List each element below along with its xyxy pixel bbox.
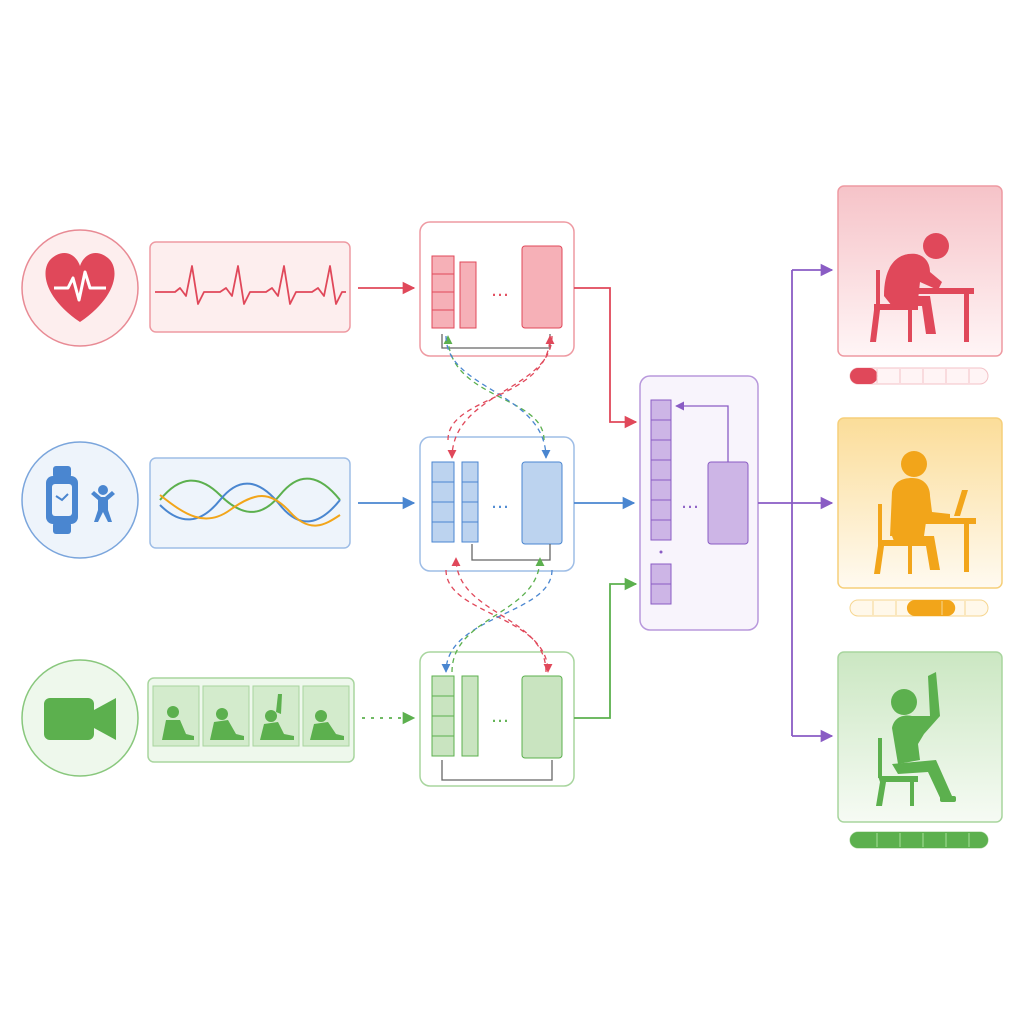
- output-branches: [758, 263, 834, 743]
- arrow-red-to-fusion: [574, 287, 638, 429]
- video-frame-2: [202, 685, 250, 747]
- ecg-waveform: [155, 265, 346, 305]
- signal-panel-video: [147, 677, 355, 763]
- signal-panel-motion: [149, 457, 351, 549]
- video-frame-1: [152, 685, 200, 747]
- modality-watch: [21, 441, 139, 559]
- encoder-blue: …: [419, 436, 575, 572]
- level-bar-engaged: [849, 831, 989, 849]
- outcome-card-engaged: [837, 651, 1003, 823]
- modality-heart: [21, 229, 139, 347]
- modality-camera: [21, 659, 139, 777]
- level-bar-distressed: [849, 367, 989, 385]
- svg-text:…: …: [491, 492, 509, 513]
- video-camera-icon: [44, 698, 116, 740]
- arrow-green-to-fusion: [574, 577, 638, 719]
- video-frame-4: [302, 685, 350, 747]
- head-in-hand-student-icon: [870, 233, 974, 342]
- laptop-student-icon: [874, 451, 976, 574]
- video-frames: [152, 685, 350, 747]
- svg-text:…: …: [681, 492, 699, 513]
- hand-raised-student-icon: [876, 672, 956, 806]
- level-bar-focused: [849, 599, 989, 617]
- encoder-green: …: [419, 651, 575, 787]
- cross-modal-links: [441, 335, 555, 673]
- heart-pulse-icon: [45, 252, 115, 322]
- outcome-card-distressed: [837, 185, 1003, 357]
- video-frame-3: [252, 685, 300, 747]
- outcome-card-focused: [837, 417, 1003, 589]
- svg-text:…: …: [491, 706, 509, 727]
- svg-text:…: …: [491, 280, 509, 301]
- smartwatch-icon: [46, 466, 78, 534]
- person-icon: [91, 485, 115, 522]
- multichannel-waves: [159, 477, 341, 527]
- signal-panel-ecg: [149, 241, 351, 333]
- fusion-block: …: [639, 375, 759, 631]
- encoder-red: …: [419, 221, 575, 357]
